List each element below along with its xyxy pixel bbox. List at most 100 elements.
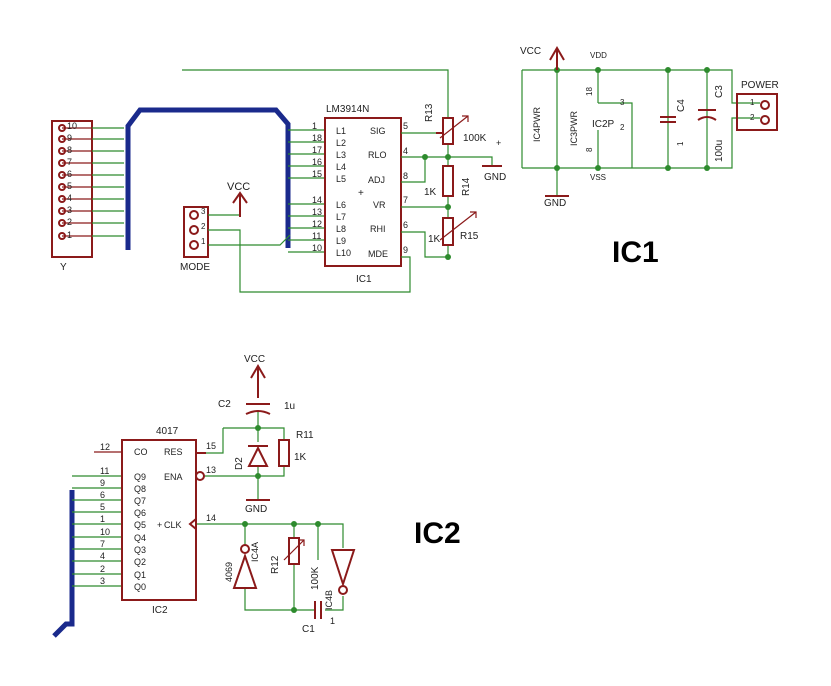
y-pin: 5: [67, 181, 72, 191]
gnd-symbol: GND +: [482, 138, 506, 183]
vcc-label: VCC: [520, 46, 541, 57]
ic1-pin-label: VR: [373, 200, 386, 210]
c2-value: 1u: [284, 401, 295, 412]
ic1-heading: IC1: [612, 236, 659, 269]
y-pin: 7: [67, 157, 72, 167]
r15-potentiometer: 1K R15: [428, 211, 479, 246]
ic2-pin-label: Q0: [134, 582, 146, 592]
connector-y-ref: Y: [60, 262, 67, 273]
ic1-pin-label: L3: [336, 150, 346, 160]
ic1-pin-num: 18: [312, 133, 322, 143]
ic2-ref: IC2: [152, 605, 168, 616]
svg-text:+: +: [358, 188, 364, 199]
ic2-pin-num: 10: [100, 527, 110, 537]
ic1-pin-label: L7: [336, 212, 346, 222]
c3-label: C3: [714, 85, 725, 98]
ic2-pin-num: 2: [100, 564, 105, 574]
ic2-pin-label: ENA: [164, 472, 183, 482]
ic2-pin-num: 5: [100, 502, 105, 512]
mode-pin: 2: [201, 222, 206, 231]
gnd-label: GND: [484, 172, 506, 183]
r11-resistor: R11 1K: [278, 430, 314, 467]
connector-y: 10 9 8 7 6 5 4 3 2 1 Y: [51, 120, 93, 273]
ic1-pin-num: 10: [312, 243, 322, 253]
vcc-label: VCC: [244, 354, 265, 365]
ic1-right-wires: [182, 69, 493, 262]
ic2-pin-label: Q9: [134, 472, 146, 482]
power-ref: POWER: [741, 80, 779, 91]
ic1-pin-label: SIG: [370, 126, 386, 136]
ic2-pin-label: Q8: [134, 484, 146, 494]
c1-label: C1: [302, 624, 315, 635]
mode-wires: [208, 199, 411, 293]
r13-potentiometer: R13 100K: [424, 103, 487, 145]
mode-pin: 3: [201, 207, 206, 216]
ic1-pin-num: 8: [403, 171, 408, 181]
ic2-pin-label: Q6: [134, 508, 146, 518]
ic1-pin-num: 12: [312, 219, 322, 229]
ic1-pin-num: 14: [312, 195, 322, 205]
d2-label: D2: [234, 457, 245, 470]
r15-value: 1K: [428, 234, 441, 245]
ic2-pin-num: 13: [206, 465, 216, 475]
ic2-pin-num: 4: [100, 551, 105, 561]
y-pin: 3: [67, 205, 72, 215]
ic2-pin-label: Q5: [134, 520, 146, 530]
r15-label: R15: [460, 231, 479, 242]
ic4b-label: IC4B: [324, 590, 334, 610]
vcc-power-symbol: VCC: [520, 46, 565, 70]
pin-num: 2: [620, 123, 625, 132]
ic2-pin-num: 12: [100, 442, 110, 452]
r13-value: 100K: [463, 133, 487, 144]
ic1-pin-label: MDE: [368, 249, 388, 259]
ic1-pin-num: 15: [312, 169, 322, 179]
ic4pwr-label: IC4PWR: [532, 106, 542, 142]
c4-label: C4: [676, 99, 687, 112]
c3-capacitor: C3 100u: [697, 85, 725, 162]
r11-label: R11: [296, 430, 314, 441]
ic1-pin-num: 17: [312, 145, 322, 155]
gnd-label: GND: [544, 198, 566, 209]
pin-num: 1: [676, 141, 685, 146]
ic2-bus-wires: [72, 475, 122, 587]
ic4a-label: IC4A: [250, 542, 260, 562]
c2-capacitor: C2 1u: [218, 399, 295, 415]
ic2-pin-label: Q4: [134, 533, 146, 543]
bus-ic1-wires: [288, 129, 325, 253]
ic3pwr-label: IC3PWR: [569, 110, 579, 146]
ic1-pin-label: ADJ: [368, 175, 385, 185]
r13-label: R13: [424, 103, 435, 122]
ic1-pin-label: L2: [336, 138, 346, 148]
ic1-lm3914n: LM3914N IC1 L1 L2 L3 L4 L5 L6 L7 L8 L9 L…: [312, 104, 408, 285]
y-pin: 4: [67, 193, 72, 203]
r11-value: 1K: [294, 452, 307, 463]
ic1-pin-label: L9: [336, 236, 346, 246]
ic1-pin-label: L6: [336, 200, 346, 210]
vcc-label: VCC: [227, 181, 250, 193]
r14-label: R14: [461, 177, 472, 196]
ic1-pin-num: 5: [403, 121, 408, 131]
ic2-pin-label: Q1: [134, 570, 146, 580]
r12-value: 100K: [310, 566, 321, 590]
ic2-heading: IC2: [414, 517, 461, 550]
ic2-pin-num: 15: [206, 441, 216, 451]
ic2-pin-num: 14: [206, 513, 216, 523]
y-pin: 6: [67, 169, 72, 179]
ic1-chip-name: LM3914N: [326, 104, 369, 115]
ic1-pin-label: L5: [336, 174, 346, 184]
power-pin: 1: [750, 98, 755, 107]
r12-label: R12: [270, 555, 281, 574]
data-bus: [125, 107, 291, 250]
ic2-pin-num: 9: [100, 478, 105, 488]
r14-resistor: 1K R14: [424, 165, 472, 198]
gnd-ic2-symbol: GND: [245, 499, 270, 515]
y-pin: 8: [67, 145, 72, 155]
power-rails: [521, 69, 760, 196]
ic2-pin-label: RES: [164, 447, 183, 457]
vss-label: VSS: [590, 173, 606, 182]
ic2-pin-num: 7: [100, 539, 105, 549]
c1-value: 1: [330, 616, 335, 626]
ic2-pin-label: Q2: [134, 557, 146, 567]
